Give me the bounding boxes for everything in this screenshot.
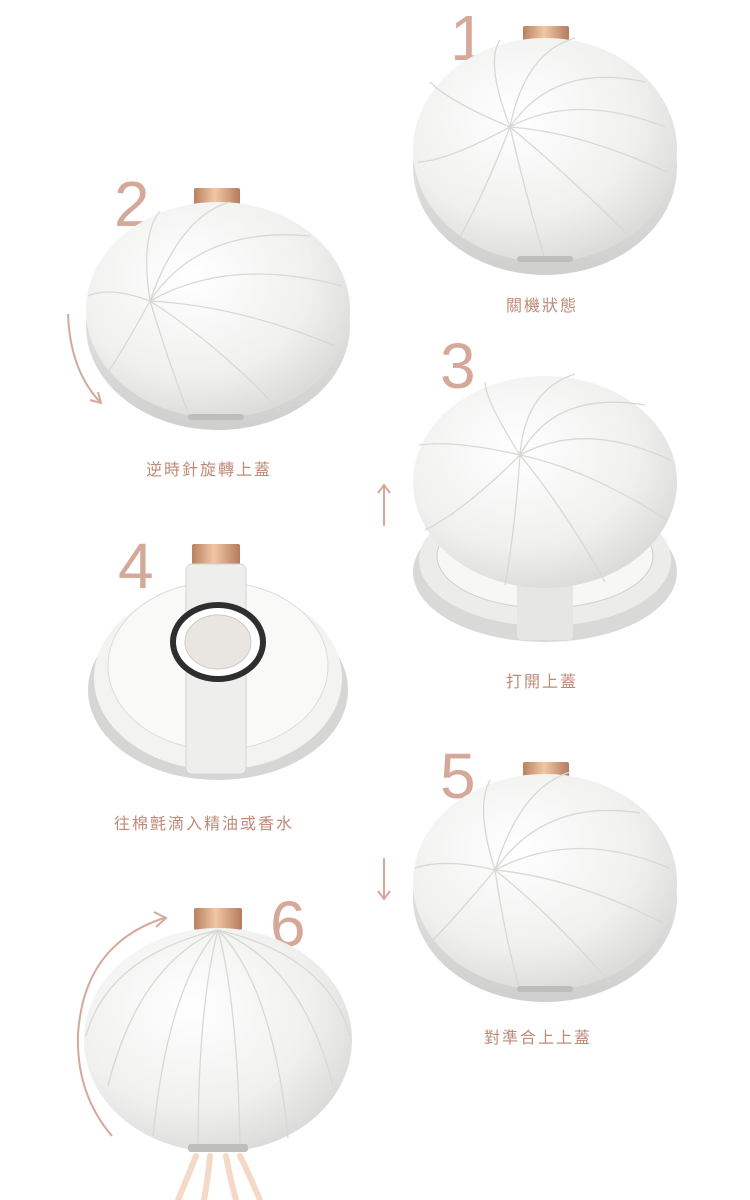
- counterclockwise-arrow-icon: [67, 313, 103, 405]
- device-open-lid-icon: [413, 373, 677, 642]
- step-4-number: 4: [118, 530, 154, 602]
- step-4-caption: 往棉氈滴入精油或香水: [114, 814, 295, 833]
- down-arrow-icon: [377, 858, 391, 901]
- device-close-lid-icon: [413, 762, 677, 1002]
- step-1-caption: 關機狀態: [506, 296, 579, 315]
- device-diffusing-icon: [84, 908, 352, 1200]
- device-felt-pad-icon: [88, 544, 348, 780]
- device-rotate-icon: [86, 188, 350, 430]
- device-closed-icon: [413, 26, 677, 275]
- up-arrow-icon: [377, 483, 391, 526]
- clockwise-arrow-icon: [76, 911, 168, 1137]
- step-3-caption: 打開上蓋: [506, 672, 579, 691]
- step-2-caption: 逆時針旋轉上蓋: [146, 460, 273, 479]
- step-5-caption: 對準合上上蓋: [484, 1028, 593, 1047]
- step-3-number: 3: [440, 330, 476, 402]
